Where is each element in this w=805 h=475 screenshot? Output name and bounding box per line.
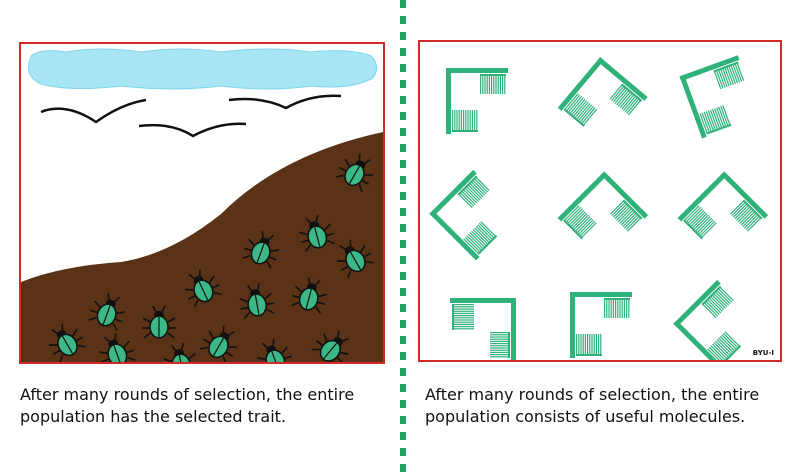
right-caption: After many rounds of selection, the enti…: [425, 385, 760, 426]
beetle-group: [49, 153, 375, 362]
beetle-icon: [163, 343, 196, 362]
beetle-icon: [99, 333, 136, 362]
hill: [21, 132, 383, 362]
molecule-icon: [673, 279, 742, 360]
molecule-icon: [446, 68, 508, 134]
molecule-scene: [429, 55, 769, 360]
molecule-icon: [557, 171, 649, 240]
divider: [400, 0, 406, 475]
beetle-icon: [337, 239, 375, 279]
beetle-scene: [21, 48, 383, 362]
molecule-icon: [677, 171, 769, 240]
bird-icon: [40, 98, 147, 124]
beetle-icon: [335, 153, 373, 193]
left-caption: After many rounds of selection, the enti…: [20, 385, 355, 426]
beetle-icon: [242, 231, 279, 269]
beetle-icon: [257, 339, 292, 362]
molecule-icon: [429, 169, 498, 261]
beetle-icon: [49, 323, 87, 362]
right-scene-panel: BYU-I: [418, 40, 782, 362]
beetle-icon: [311, 330, 349, 362]
left-scene-panel: [19, 42, 385, 364]
cloud-icon: [28, 48, 377, 90]
beetle-icon: [185, 269, 222, 308]
bird-icon: [228, 94, 342, 110]
credit-label: BYU-I: [752, 349, 774, 357]
molecule-group: [429, 55, 769, 360]
beetle-icon: [299, 214, 335, 252]
molecule-icon: [450, 298, 516, 360]
beetle-icon: [239, 283, 275, 319]
beetle-icon: [88, 293, 125, 331]
molecule-icon: [679, 55, 745, 139]
molecule-icon: [557, 57, 648, 127]
bird-icon: [138, 122, 247, 138]
beetle-icon: [291, 276, 327, 314]
beetle-icon: [199, 325, 237, 362]
molecule-icon: [570, 292, 632, 358]
beetle-icon: [142, 305, 176, 339]
